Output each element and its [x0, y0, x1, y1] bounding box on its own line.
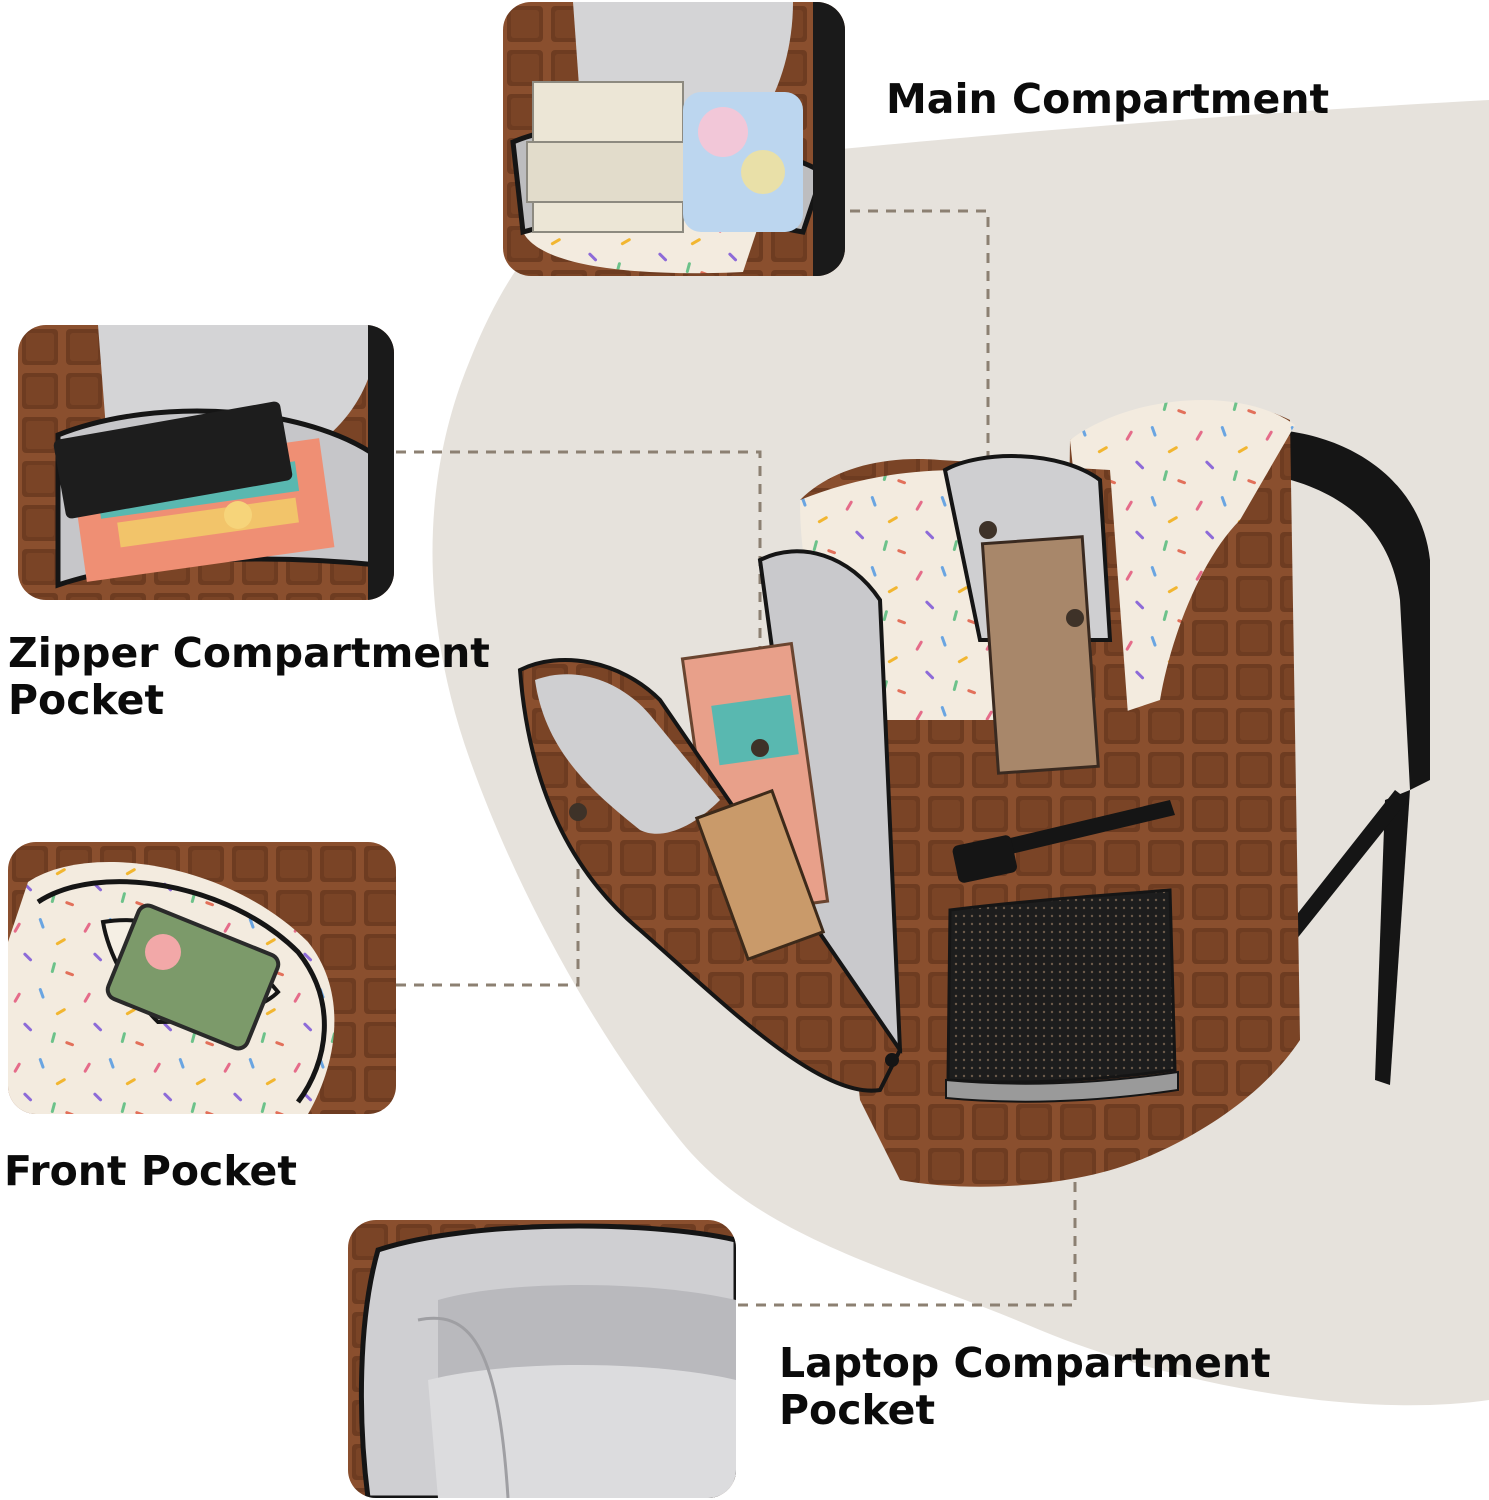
- zipper-pull-front: [885, 1053, 899, 1067]
- front-pocket-photo: [8, 842, 396, 1114]
- laptop-in-bag: [980, 535, 1100, 775]
- main-compartment-label: Main Compartment: [886, 76, 1329, 123]
- zipper-pull-middle: [751, 739, 769, 757]
- shoulder-strap: [1230, 428, 1430, 790]
- back-icing: [1070, 399, 1295, 720]
- front-pocket-label: Front Pocket: [4, 1148, 297, 1195]
- front-pocket-label-line-1: Front Pocket: [4, 1147, 297, 1195]
- folder-stripe: [711, 694, 799, 766]
- reflective-band: [945, 1070, 1179, 1103]
- zipper-compartment-label: Zipper Compartment Pocket: [8, 630, 490, 724]
- laptop-compartment-photo: [348, 1220, 736, 1498]
- laptop-compartment-label-line-2: Pocket: [779, 1386, 936, 1434]
- zipper-compartment-label-line-2: Pocket: [8, 676, 165, 724]
- main-compartment-photo: [503, 2, 845, 276]
- leader-line-front: [396, 812, 580, 987]
- zipper-compartment-label-line-1: Zipper Compartment: [8, 629, 490, 677]
- book-in-pocket: [694, 788, 826, 962]
- zipper-pull-laptop: [1066, 609, 1084, 627]
- compression-strap: [960, 800, 1175, 865]
- main-compartment-label-line-1: Main Compartment: [886, 75, 1330, 123]
- strap-buckle: [952, 835, 1017, 883]
- zipper-pull-main: [979, 521, 997, 539]
- zipper-compartment-photo: [18, 325, 394, 600]
- leader-line-main: [850, 209, 990, 530]
- laptop-compartment-label: Laptop Compartment Pocket: [779, 1340, 1271, 1434]
- shoulder-strap-lower: [1375, 790, 1410, 1085]
- laptop-compartment-label-line-1: Laptop Compartment: [779, 1339, 1271, 1387]
- zipper-pull-side: [569, 803, 587, 821]
- front-flap-lining: [535, 674, 720, 834]
- side-mesh-pocket: [946, 888, 1177, 1084]
- backpack-illustration: [517, 399, 1430, 1187]
